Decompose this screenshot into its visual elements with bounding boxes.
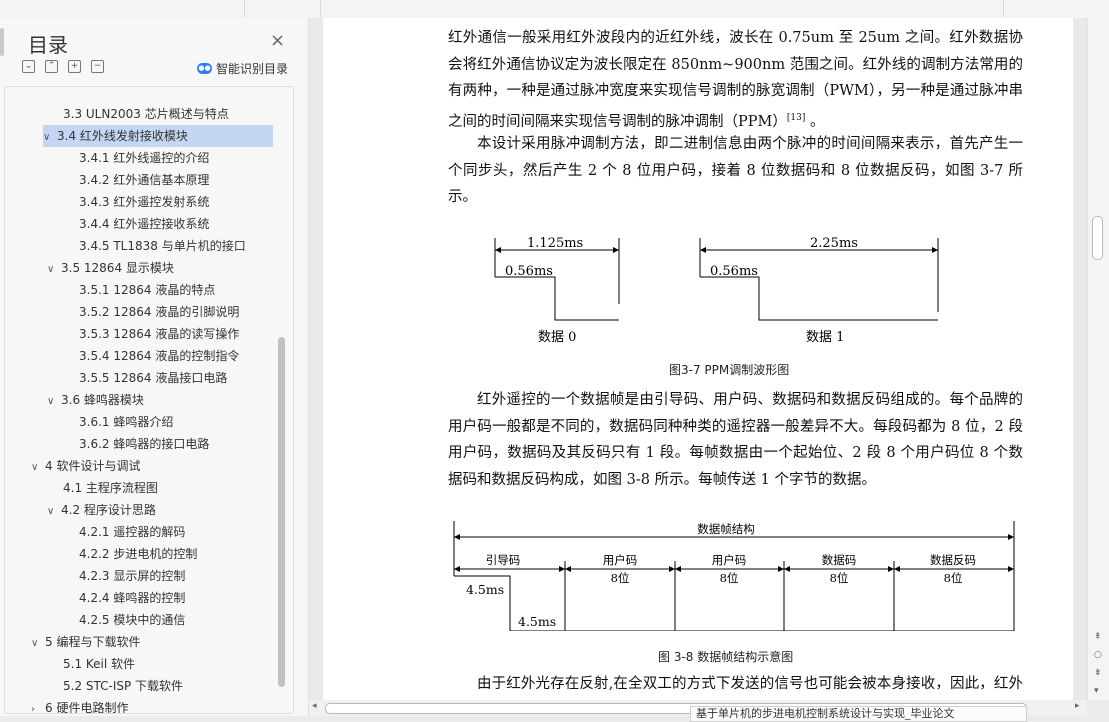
- user-code-2-bits: 8位: [720, 571, 739, 585]
- ai-icon: ●●: [197, 63, 212, 74]
- panel-collapse-handle[interactable]: [0, 28, 4, 56]
- toc-item[interactable]: 3.5.5 12864 液晶接口电路: [79, 371, 228, 385]
- chevron-down-icon[interactable]: ∨: [47, 264, 55, 275]
- toc-item[interactable]: 3.4.3 红外遥控发射系统: [79, 195, 210, 209]
- toc-item[interactable]: 3.6.2 蜂鸣器的接口电路: [79, 437, 210, 451]
- scroll-thumb[interactable]: [1092, 216, 1103, 260]
- chevron-down-icon[interactable]: ∨: [31, 462, 39, 473]
- data-code-bits: 8位: [830, 571, 849, 585]
- frame-label: 数据帧结构: [697, 522, 755, 536]
- toc-item[interactable]: 5.2 STC-ISP 下载软件: [63, 679, 184, 693]
- toc-scrollbar[interactable]: [278, 337, 285, 687]
- top-toolbar-strip: [0, 0, 1109, 19]
- toc-item[interactable]: ›6 硬件电路制作: [31, 697, 128, 714]
- toc-title: 目录: [28, 33, 68, 57]
- vertical-scrollbar[interactable]: ⇞ ○ ⇟ ▾: [1087, 18, 1109, 700]
- toc-item[interactable]: 4.2.4 蜂鸣器的控制: [79, 591, 186, 605]
- scroll-left-icon[interactable]: ◂: [312, 701, 317, 711]
- toc-toolbar: ⌄ ⌃ + −: [22, 60, 104, 73]
- expand-up-icon[interactable]: ⌃: [45, 60, 58, 73]
- chevron-down-icon[interactable]: ∨: [31, 638, 39, 649]
- paragraph: 由于红外光存在反射,在全双工的方式下发送的信号也可能会被本身接收，因此，红外通信…: [477, 676, 1023, 692]
- collapse-all-icon[interactable]: ⌄: [22, 60, 35, 73]
- paragraph: 红外通信一般采用红外波段内的近红外线，波长在 0.75um 至 25um 之间。…: [448, 30, 1023, 130]
- document-page: 红外通信一般采用红外波段内的近红外线，波长在 0.75um 至 25um 之间。…: [323, 18, 1073, 700]
- user-code-1-label: 用户码: [603, 553, 638, 567]
- figure-caption: 图3-7 PPM调制波形图: [669, 363, 790, 377]
- paragraph: 红外遥控的一个数据帧是由引导码、用户码、数据码和数据反码组成的。每个品牌的用户码…: [448, 392, 1023, 488]
- chevron-right-icon[interactable]: ›: [31, 704, 35, 714]
- page-select-icon[interactable]: ○: [1094, 650, 1102, 660]
- chevron-down-icon[interactable]: ∨: [43, 132, 51, 143]
- toolbar-divider: [244, 0, 245, 17]
- toc-item[interactable]: 4.2.5 模块中的通信: [79, 613, 186, 627]
- smart-toc-button[interactable]: ●● 智能识别目录: [197, 60, 288, 77]
- toc-item[interactable]: 3.4.1 红外线遥控的介绍: [79, 151, 210, 165]
- one-width-label: 2.25ms: [810, 236, 858, 251]
- toc-item[interactable]: 3.6.1 蜂鸣器介绍: [79, 415, 174, 429]
- toc-item-selected[interactable]: ∨3.4 红外线发射接收模块: [43, 125, 273, 147]
- chevron-down-icon[interactable]: ∨: [47, 396, 55, 407]
- remove-heading-icon[interactable]: −: [91, 60, 104, 73]
- one-label: 数据 1: [806, 330, 844, 345]
- scroll-right-icon[interactable]: ▸: [1075, 701, 1080, 711]
- zero-label: 数据 0: [538, 330, 576, 345]
- document-viewport: 红外通信一般采用红外波段内的近红外线，波长在 0.75um 至 25um 之间。…: [309, 18, 1087, 700]
- toc-item[interactable]: 4.1 主程序流程图: [63, 481, 158, 495]
- lead-code-label: 引导码: [486, 553, 521, 567]
- data-code-label: 数据码: [822, 553, 857, 567]
- toc-item[interactable]: 3.3 ULN2003 芯片概述与特点: [63, 107, 229, 121]
- chevron-down-icon[interactable]: ∨: [47, 506, 55, 517]
- toc-item[interactable]: 4.2.1 遥控器的解码: [79, 525, 186, 539]
- toc-item[interactable]: ∨4 软件设计与调试: [31, 455, 140, 477]
- toc-list: 3.3 ULN2003 芯片概述与特点 ∨3.4 红外线发射接收模块 3.4.1…: [4, 86, 294, 714]
- inverse-code-label: 数据反码: [930, 553, 976, 567]
- toc-item[interactable]: 3.5.3 12864 液晶的读写操作: [79, 327, 240, 341]
- lead-low-time: 4.5ms: [518, 614, 556, 629]
- toc-item[interactable]: ∨3.5 12864 显示模块: [47, 257, 174, 279]
- add-heading-icon[interactable]: +: [68, 60, 81, 73]
- toc-item[interactable]: 5.1 Keil 软件: [63, 657, 136, 671]
- toc-item[interactable]: ∨4.2 程序设计思路: [47, 499, 156, 521]
- toc-item[interactable]: 3.5.1 12864 液晶的特点: [79, 283, 216, 297]
- one-pulse-label: 0.56ms: [710, 264, 758, 279]
- smart-toc-label: 智能识别目录: [216, 62, 289, 76]
- toc-item[interactable]: 3.4.4 红外遥控接收系统: [79, 217, 210, 231]
- toc-item[interactable]: 3.4.5 TL1838 与单片机的接口: [79, 239, 246, 253]
- close-icon[interactable]: ×: [270, 30, 286, 51]
- toolbar-divider: [320, 0, 321, 17]
- ppm-waveform-figure: 1.125ms 0.56ms 数据 0 2.25ms 0.56ms 数据 1: [494, 236, 939, 345]
- lead-high-time: 4.5ms: [466, 582, 504, 597]
- frame-structure-figure: 数据帧结构 引导码 用户码 8位 用户码 8位 数据码 8位 数据反码 8位 4…: [453, 521, 1015, 631]
- toc-item[interactable]: 3.5.2 12864 液晶的引脚说明: [79, 305, 240, 319]
- zero-width-label: 1.125ms: [527, 236, 583, 251]
- toc-item[interactable]: 4.2.2 步进电机的控制: [79, 547, 198, 561]
- toc-item[interactable]: 3.5.4 12864 液晶的控制指令: [79, 349, 240, 363]
- inverse-code-bits: 8位: [944, 571, 963, 585]
- toc-item[interactable]: 4.2.3 显示屏的控制: [79, 569, 186, 583]
- toc-panel: 目录 × ⌄ ⌃ + − ●● 智能识别目录 3.3 ULN2003 芯片概述与…: [0, 18, 309, 716]
- paragraph: 本设计采用脉冲调制方法，即二进制信息由两个脉冲的时间间隔来表示，首先产生一个同步…: [448, 136, 1023, 205]
- toolbar-divider: [1003, 0, 1004, 17]
- scroll-down-icon[interactable]: ▾: [1094, 686, 1099, 696]
- toc-item[interactable]: 3.4.2 红外通信基本原理: [79, 173, 210, 187]
- toc-item[interactable]: ∨5 编程与下载软件: [31, 631, 140, 653]
- user-code-2-label: 用户码: [712, 553, 747, 567]
- prev-page-icon[interactable]: ⇞: [1094, 632, 1102, 642]
- user-code-1-bits: 8位: [611, 571, 630, 585]
- document-title-tooltip: 基于单片机的步进电机控制系统设计与实现_毕业论文: [690, 706, 1027, 722]
- next-page-icon[interactable]: ⇟: [1094, 668, 1102, 678]
- figure-caption: 图 3-8 数据帧结构示意图: [658, 650, 794, 664]
- zero-pulse-label: 0.56ms: [505, 264, 553, 279]
- toc-item[interactable]: ∨3.6 蜂鸣器模块: [47, 389, 144, 411]
